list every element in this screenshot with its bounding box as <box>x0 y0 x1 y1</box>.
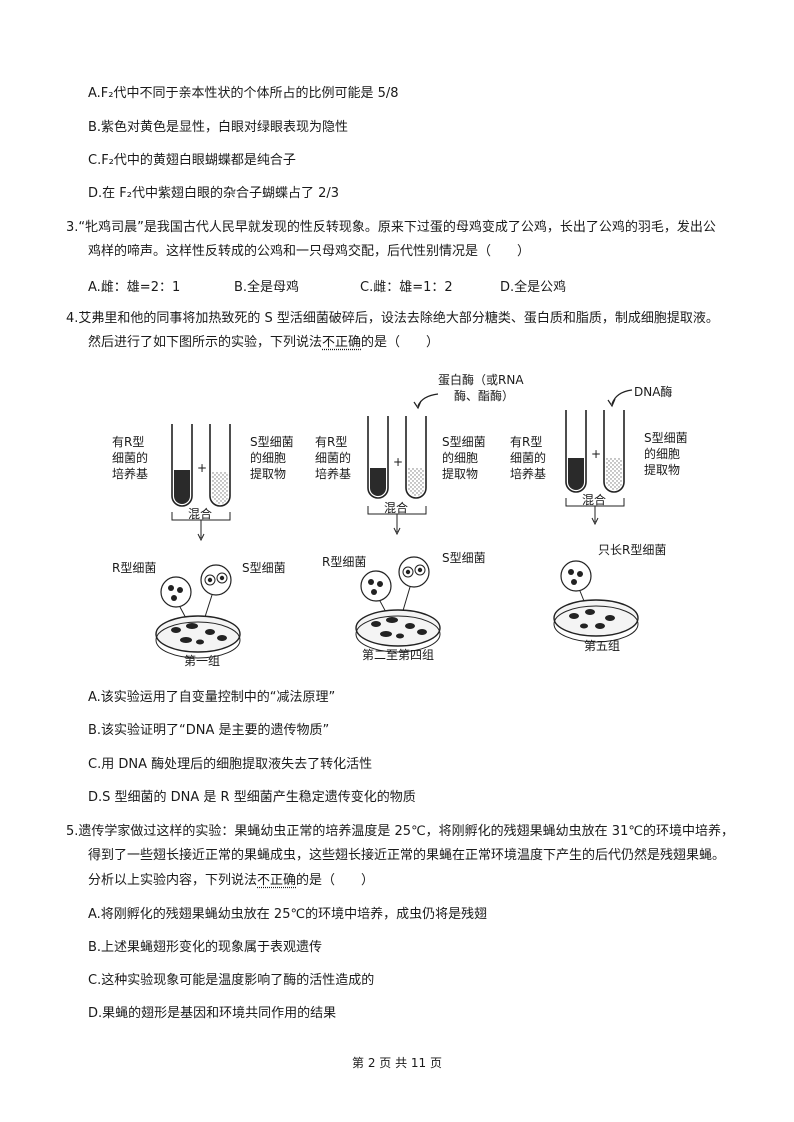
page-number-footer: 第 2 页 共 11 页 <box>352 1056 442 1070</box>
g2-label: 第二至第四组 <box>362 648 434 662</box>
q2-option-a: A.F₂代中不同于亲本性状的个体所占的比例可能是 5/8 <box>88 86 399 101</box>
g5-s-extract-2: 的细胞 <box>644 446 680 461</box>
q4-stem-line1: 4.艾弗里和他的同事将加热致死的 S 型活细菌破碎后，设法去除绝大部分糖类、蛋白… <box>66 311 719 326</box>
g1-tube-s-fill <box>212 472 228 504</box>
enzyme-protein-label-2: 酶、酯酶） <box>454 388 514 403</box>
q4-stem-emphasis: 不正确 <box>322 335 362 350</box>
group1-setup: 有R型 细菌的 培养基 + S型细菌 的细胞 提取物 混合 R型细菌 S型细菌 … <box>112 424 294 668</box>
q3-option-a: A.雌：雄=2：1 <box>88 280 181 295</box>
q5-option-c: C.这种实验现象可能是温度影响了酶的活性造成的 <box>88 973 375 988</box>
g2-r-medium-3: 培养基 <box>315 466 351 481</box>
g5-s-extract-1: S型细菌 <box>644 431 688 445</box>
q3-options: A.雌：雄=2：1 B.全是母鸡 C.雌：雄=1：2 D.全是公鸡 <box>88 276 728 295</box>
q5-stem-post: 的是（ ） <box>296 873 375 888</box>
q5-stem-pre: 分析以上实验内容，下列说法 <box>88 873 258 888</box>
g2-r-medium-1: 有R型 <box>315 435 347 449</box>
g1-s-bacteria: S型细菌 <box>242 561 286 575</box>
g1-s-extract-3: 提取物 <box>250 466 286 481</box>
q3-option-c: C.雌：雄=1：2 <box>360 280 453 295</box>
g1-r-medium-3: 培养基 <box>112 466 148 481</box>
g2-s-extract-3: 提取物 <box>442 466 478 481</box>
q5-stem-emphasis: 不正确 <box>257 873 297 888</box>
q5-stem-line3: 分析以上实验内容，下列说法不正确的是（ ） <box>88 873 374 889</box>
g1-s-extract-1: S型细菌 <box>250 435 294 449</box>
q5-option-d: D.果蝇的翅形是基因和环境共同作用的结果 <box>88 1006 337 1021</box>
q4-stem-line2: 然后进行了如下图所示的实验，下列说法不正确的是（ ） <box>88 335 439 351</box>
group5-setup: DNA酶 有R型 细菌的 培养基 + S型细菌 的细胞 提取物 混合 只长R型细… <box>510 384 688 653</box>
g1-r-medium-1: 有R型 <box>112 435 144 449</box>
g1-tube-r-fill <box>174 470 190 504</box>
g1-tube-r <box>171 424 193 507</box>
q2-option-c: C.F₂代中的黄翅白眼蝴蝶都是纯合子 <box>88 153 296 168</box>
q3-stem-line1: 3.“牝鸡司晨”是我国古代人民早就发现的性反转现象。原来下过蛋的母鸡变成了公鸡，… <box>66 220 716 235</box>
g1-r-bacteria: R型细菌 <box>112 561 156 575</box>
enzyme-dna-label: DNA酶 <box>634 384 672 399</box>
g5-r-medium-2: 细菌的 <box>510 450 546 465</box>
q4-option-a: A.该实验运用了自变量控制中的“减法原理” <box>88 690 336 705</box>
svg-text:混合: 混合 <box>582 492 606 507</box>
svg-text:+: + <box>591 447 601 461</box>
enzyme-protein-label-1: 蛋白酶（或RNA <box>438 372 524 387</box>
q5-stem-line2: 得到了一些翅长接近正常的果蝇成虫，这些翅长接近正常的果蝇在正常环境温度下产生的后… <box>88 848 726 863</box>
g5-label: 第五组 <box>584 639 620 653</box>
q5-option-a: A.将刚孵化的残翅果蝇幼虫放在 25℃的环境中培养，成虫仍将是残翅 <box>88 907 488 922</box>
g2-s-bacteria: S型细菌 <box>442 551 486 565</box>
q5-stem-line1: 5.遗传学家做过这样的实验：果蝇幼虫正常的培养温度是 25℃，将刚孵化的残翅果蝇… <box>66 824 734 839</box>
svg-text:混合: 混合 <box>384 500 408 515</box>
g2-s-extract-2: 的细胞 <box>442 450 478 465</box>
g5-only-r: 只长R型细菌 <box>598 543 666 557</box>
q2-option-b: B.紫色对黄色是显性，白眼对绿眼表现为隐性 <box>88 120 349 135</box>
q3-option-b: B.全是母鸡 <box>234 280 300 295</box>
g5-r-medium-1: 有R型 <box>510 435 542 449</box>
g1-label: 第一组 <box>184 654 220 668</box>
q3-option-d: D.全是公鸡 <box>500 280 567 295</box>
q4-stem-post: 的是（ ） <box>361 335 440 350</box>
g1-plus: + <box>197 461 207 475</box>
q3-stem-line2: 鸡样的啼声。这样性反转成的公鸡和一只母鸡交配，后代性别情况是（ ） <box>88 244 531 259</box>
q2-option-d: D.在 F₂代中紫翅白眼的杂合子蝴蝶占了 2/3 <box>88 186 340 201</box>
g1-s-extract-2: 的细胞 <box>250 450 286 465</box>
q4-option-d: D.S 型细菌的 DNA 是 R 型细菌产生稳定遗传变化的物质 <box>88 790 416 805</box>
q4-option-c: C.用 DNA 酶处理后的细胞提取液失去了转化活性 <box>88 757 373 772</box>
g2-s-extract-1: S型细菌 <box>442 435 486 449</box>
g5-s-extract-3: 提取物 <box>644 462 680 477</box>
g1-mix: 混合 <box>188 506 212 521</box>
g5-r-medium-3: 培养基 <box>510 466 546 481</box>
q4-stem-pre: 然后进行了如下图所示的实验，下列说法 <box>88 335 323 350</box>
q5-option-b: B.上述果蝇翅形变化的现象属于表观遗传 <box>88 940 323 955</box>
q4-experiment-figure: 有R型 细菌的 培养基 + S型细菌 的细胞 提取物 混合 R型细菌 S型细菌 … <box>112 372 688 668</box>
group2to4-setup: 蛋白酶（或RNA 酶、酯酶） 有R型 细菌的 培养基 + S型细菌 的细胞 提取… <box>315 372 524 662</box>
g1-tube-s <box>209 424 231 507</box>
g2-r-bacteria: R型细菌 <box>322 555 366 569</box>
g2-r-medium-2: 细菌的 <box>315 450 351 465</box>
g1-r-medium-2: 细菌的 <box>112 450 148 465</box>
svg-text:+: + <box>393 455 403 469</box>
q4-option-b: B.该实验证明了“DNA 是主要的遗传物质” <box>88 723 330 738</box>
